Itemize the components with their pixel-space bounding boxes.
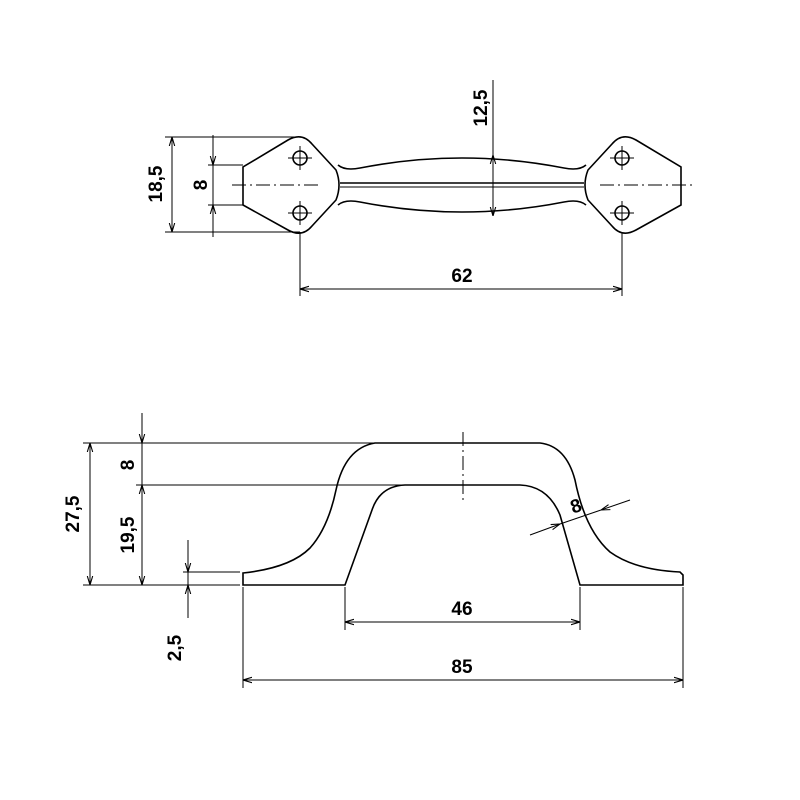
top-view: 18,5 8 12,5 62 — [146, 80, 693, 296]
dim-27-5: 27,5 — [63, 495, 84, 532]
bar-outline — [337, 157, 587, 213]
dim-18-5: 18,5 — [146, 165, 167, 202]
mounting-holes — [288, 146, 634, 225]
side-view: 27,5 8 19,5 2,5 46 85 8 — [63, 413, 684, 688]
handle-profile — [242, 442, 684, 586]
dim-46: 46 — [451, 599, 472, 620]
dim-8-top: 8 — [191, 180, 212, 191]
dim-8-grip: 8 — [118, 460, 139, 471]
right-mounting-plate — [584, 136, 682, 234]
dim-2-5: 2,5 — [165, 634, 186, 661]
left-mounting-plate — [242, 136, 340, 234]
dim-19-5: 19,5 — [118, 516, 139, 553]
dim-62: 62 — [451, 266, 472, 287]
dim-12-5: 12,5 — [471, 89, 492, 126]
dim-85: 85 — [451, 657, 473, 678]
